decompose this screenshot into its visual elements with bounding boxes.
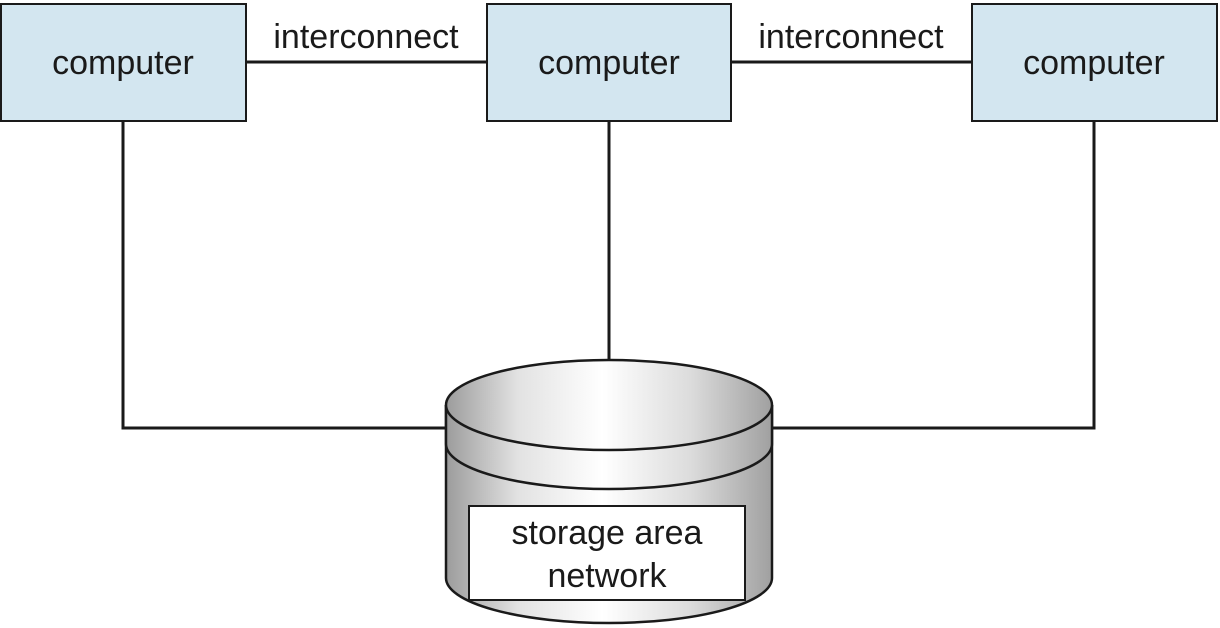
- computer-node-right: computer: [971, 3, 1218, 122]
- storage-label-box: [468, 505, 746, 601]
- storage-cylinder: storage area network: [444, 358, 774, 625]
- interconnect-label-right: interconnect: [758, 18, 944, 56]
- computer-label-right: computer: [1023, 44, 1165, 82]
- computer-node-center: computer: [486, 3, 732, 122]
- computer-label-center: computer: [538, 44, 680, 82]
- link-right-computer-storage: [772, 121, 1096, 430]
- link-left-computer-storage: [121, 121, 446, 430]
- storage-label-line1: storage area: [512, 514, 703, 552]
- storage-label-line2: network: [547, 557, 667, 595]
- computer-label-left: computer: [52, 44, 194, 82]
- computer-node-left: computer: [0, 3, 247, 122]
- storage-cylinder-top: [444, 358, 774, 452]
- interconnect-label-left: interconnect: [273, 18, 459, 56]
